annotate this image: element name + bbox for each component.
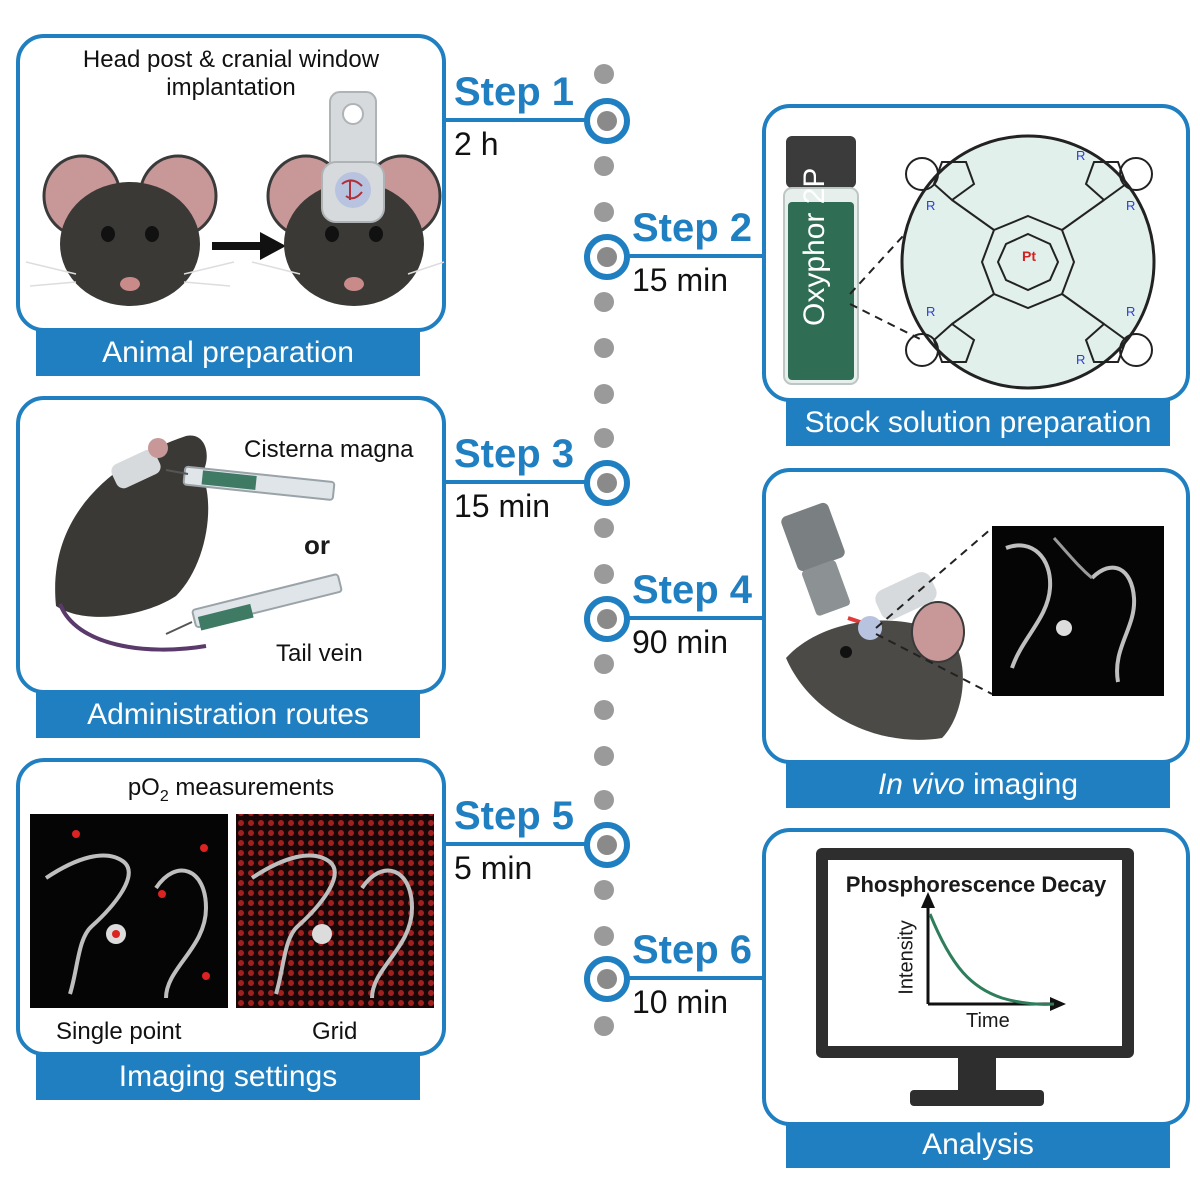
panel-stock-solution: Oxyphor 2P Pt R R R R R R <box>762 104 1190 402</box>
single-point-image-icon <box>30 814 228 1008</box>
option-grid: Grid <box>312 1018 358 1045</box>
step5-time: 5 min <box>454 850 533 886</box>
step5-title: Step 5 <box>454 794 575 838</box>
chart-title: Phosphorescence Decay <box>845 872 1107 897</box>
vial-icon <box>783 136 859 385</box>
heading-line1: Head post & cranial window <box>82 46 380 73</box>
banner-analysis: Analysis <box>786 1122 1170 1168</box>
vial-and-molecule <box>783 134 1156 390</box>
banner-imaging-settings: Imaging settings <box>36 1054 420 1100</box>
step2-time: 15 min <box>632 262 729 298</box>
chart-y-label: Intensity <box>895 920 918 995</box>
timeline-dot <box>594 156 614 176</box>
heading-suffix: measurements <box>168 774 335 801</box>
step6-title: Step 6 <box>632 928 753 972</box>
vial-label: Oxyphor 2P <box>798 168 832 326</box>
measurement-images <box>30 814 434 1008</box>
substituent-label: R <box>926 304 936 319</box>
mouse-illustrations <box>25 91 445 306</box>
route-cisterna-magna: Cisterna magna <box>244 436 414 463</box>
substituent-label: R <box>1126 304 1136 319</box>
mouse-after-icon <box>251 91 445 306</box>
timeline-node-step1 <box>584 98 630 144</box>
panel-administration-routes: Cisterna magna or Tail vein <box>16 396 446 694</box>
timeline-dot <box>594 564 614 584</box>
syringe-top-icon <box>165 465 336 501</box>
microscope-objective-icon <box>781 502 867 626</box>
connector-step3 <box>446 480 586 484</box>
connector-step6 <box>628 976 762 980</box>
timeline-dot <box>594 292 614 312</box>
timeline-node-step3 <box>584 460 630 506</box>
panel-heading: Head post & cranial window implantation <box>20 46 442 102</box>
timeline-dot <box>594 338 614 358</box>
timeline-node-step2 <box>584 234 630 280</box>
timeline-node-step4 <box>584 596 630 642</box>
molecule-structure-icon <box>900 134 1156 390</box>
panel-in-vivo-imaging <box>762 468 1190 764</box>
substituent-label: R <box>1076 352 1086 367</box>
injection-illustration <box>55 435 343 652</box>
connector-step1 <box>446 118 586 122</box>
timeline-dot <box>594 926 614 946</box>
panel-analysis: Phosphorescence Decay Intensity Time <box>762 828 1190 1126</box>
heading-line2: implantation <box>166 74 296 101</box>
step1-title: Step 1 <box>454 70 575 114</box>
chart-x-label: Time <box>966 1010 1010 1032</box>
timeline-dot <box>594 384 614 404</box>
connector-step4 <box>628 616 762 620</box>
step6-time: 10 min <box>632 984 729 1020</box>
substituent-label: R <box>1076 148 1086 163</box>
banner-animal-preparation: Animal preparation <box>36 330 420 376</box>
timeline-dot <box>594 1016 614 1036</box>
vessel-image-icon <box>992 526 1164 696</box>
step1-time: 2 h <box>454 126 499 162</box>
timeline-dot <box>594 202 614 222</box>
option-single-point: Single point <box>56 1018 182 1045</box>
panel-imaging-settings: pO2 measurements Single point Grid <box>16 758 446 1056</box>
banner-in-vivo-imaging: In vivo imaging <box>786 762 1170 808</box>
timeline-dot <box>594 64 614 84</box>
mouse-side-icon <box>55 435 209 652</box>
mouse-before-icon <box>25 154 235 306</box>
timeline-dot <box>594 518 614 538</box>
banner-rest-part: imaging <box>964 768 1079 801</box>
step4-time: 90 min <box>632 624 729 660</box>
timeline-dot <box>594 746 614 766</box>
heading-prefix: pO <box>127 774 160 801</box>
or-label: or <box>304 530 330 560</box>
timeline-dot <box>594 428 614 448</box>
banner-italic-part: In vivo <box>877 768 965 801</box>
step3-time: 15 min <box>454 488 551 524</box>
syringe-bottom-icon <box>165 573 343 635</box>
imaging-illustration <box>781 502 1164 740</box>
panel-animal-preparation: Head post & cranial window implantation <box>16 34 446 332</box>
timeline-dot <box>594 700 614 720</box>
step2-title: Step 2 <box>632 206 753 250</box>
metal-label: Pt <box>1022 248 1036 264</box>
timeline-dot <box>594 790 614 810</box>
arrow-right-icon <box>212 232 286 260</box>
substituent-label: R <box>1126 198 1136 213</box>
mouse-head-icon <box>786 572 965 740</box>
step3-title: Step 3 <box>454 432 575 476</box>
decay-chart-icon <box>921 892 1066 1011</box>
connector-step2 <box>628 254 762 258</box>
banner-stock-solution: Stock solution preparation <box>786 400 1170 446</box>
timeline-dot <box>594 880 614 900</box>
route-tail-vein: Tail vein <box>276 640 363 667</box>
substituent-label: R <box>926 198 936 213</box>
timeline-dot <box>594 654 614 674</box>
step4-title: Step 4 <box>632 568 753 612</box>
timeline-node-step6 <box>584 956 630 1002</box>
heading-subscript: 2 <box>159 787 169 805</box>
panel-heading: pO2 measurements <box>20 774 442 806</box>
banner-administration-routes: Administration routes <box>36 692 420 738</box>
monitor-illustration <box>816 848 1134 1106</box>
grid-image-icon <box>236 814 434 1008</box>
connector-step5 <box>446 842 586 846</box>
timeline-node-step5 <box>584 822 630 868</box>
